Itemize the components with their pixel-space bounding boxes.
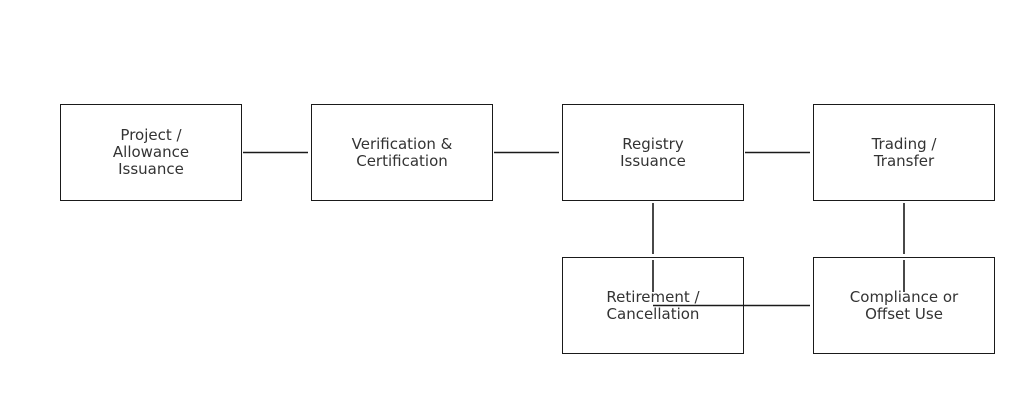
node-compliance-offset-use: Compliance or Offset Use bbox=[813, 257, 995, 354]
node-trading-transfer: Trading / Transfer bbox=[813, 104, 995, 201]
node-verification-certification: Verification & Certification bbox=[311, 104, 493, 201]
node-registry-issuance: Registry Issuance bbox=[562, 104, 744, 201]
node-project-allowance-issuance: Project / Allowance Issuance bbox=[60, 104, 242, 201]
node-retirement-cancellation: Retirement / Cancellation bbox=[562, 257, 744, 354]
